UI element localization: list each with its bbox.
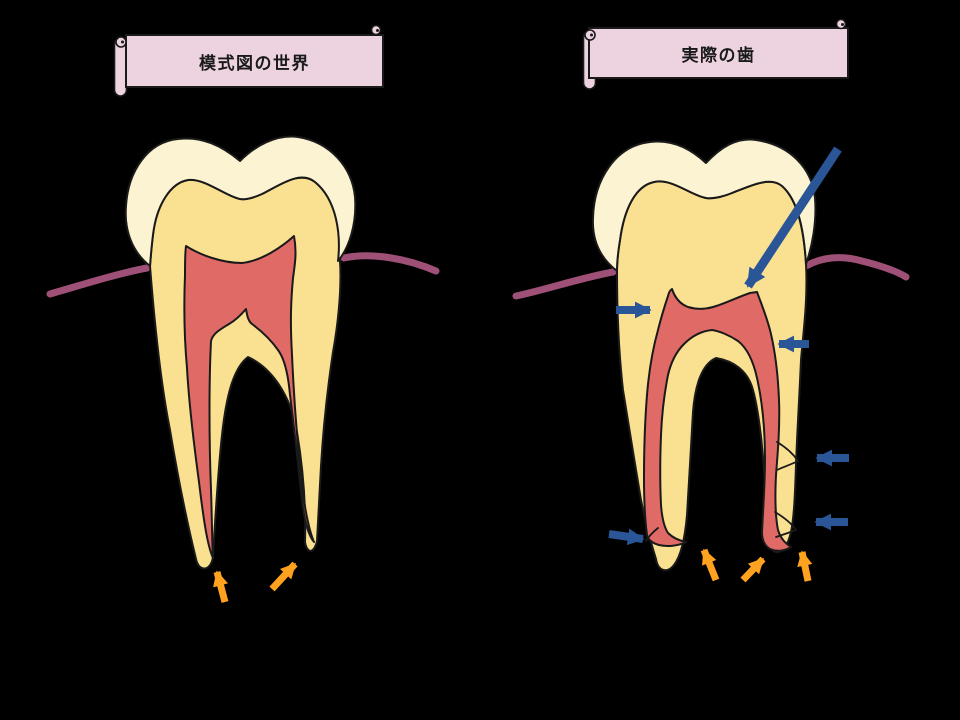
scroll-curl-dot [376,29,379,32]
tooth-pulp [183,235,315,559]
tooth-enamel [591,138,817,272]
schematic-tooth-figure [46,135,440,603]
scroll-curl-icon [835,18,847,30]
scroll-curl-dot [590,33,593,37]
banner-title-actual: 実際の歯 [681,45,756,66]
tooth-enamel [124,135,357,267]
scroll-body [125,34,384,88]
orange-arrow-up-left-icon [700,548,720,582]
orange-arrow-up-icon [797,550,813,582]
scroll-curl-dot [841,23,844,26]
gum-line-left [46,264,151,298]
scroll-body [588,27,849,79]
tooth-dentin [149,176,342,570]
blue-arrow-down-left-icon [744,146,842,289]
scroll-banner-right [582,18,849,90]
orange-arrow-up-icon [213,570,229,603]
scroll-banner-left [113,24,384,97]
lateral-canal-lower [774,511,797,538]
gum-line-right [802,254,910,281]
orange-arrow-up-right-icon [269,561,298,592]
blue-arrow-right-icon [608,528,645,546]
gum-line-left [512,268,617,300]
actual-tooth-figure [512,138,910,583]
gum-line-right [340,252,440,275]
tooth-pulp [643,288,792,552]
orange-arrow-up-right-icon [740,556,766,583]
banner-title-schematic: 模式図の世界 [199,53,310,74]
apical-delta-branch [645,527,659,542]
scroll-curl-icon [370,24,382,36]
lateral-canal-upper [776,441,799,471]
scroll-curl-dot [121,40,124,44]
